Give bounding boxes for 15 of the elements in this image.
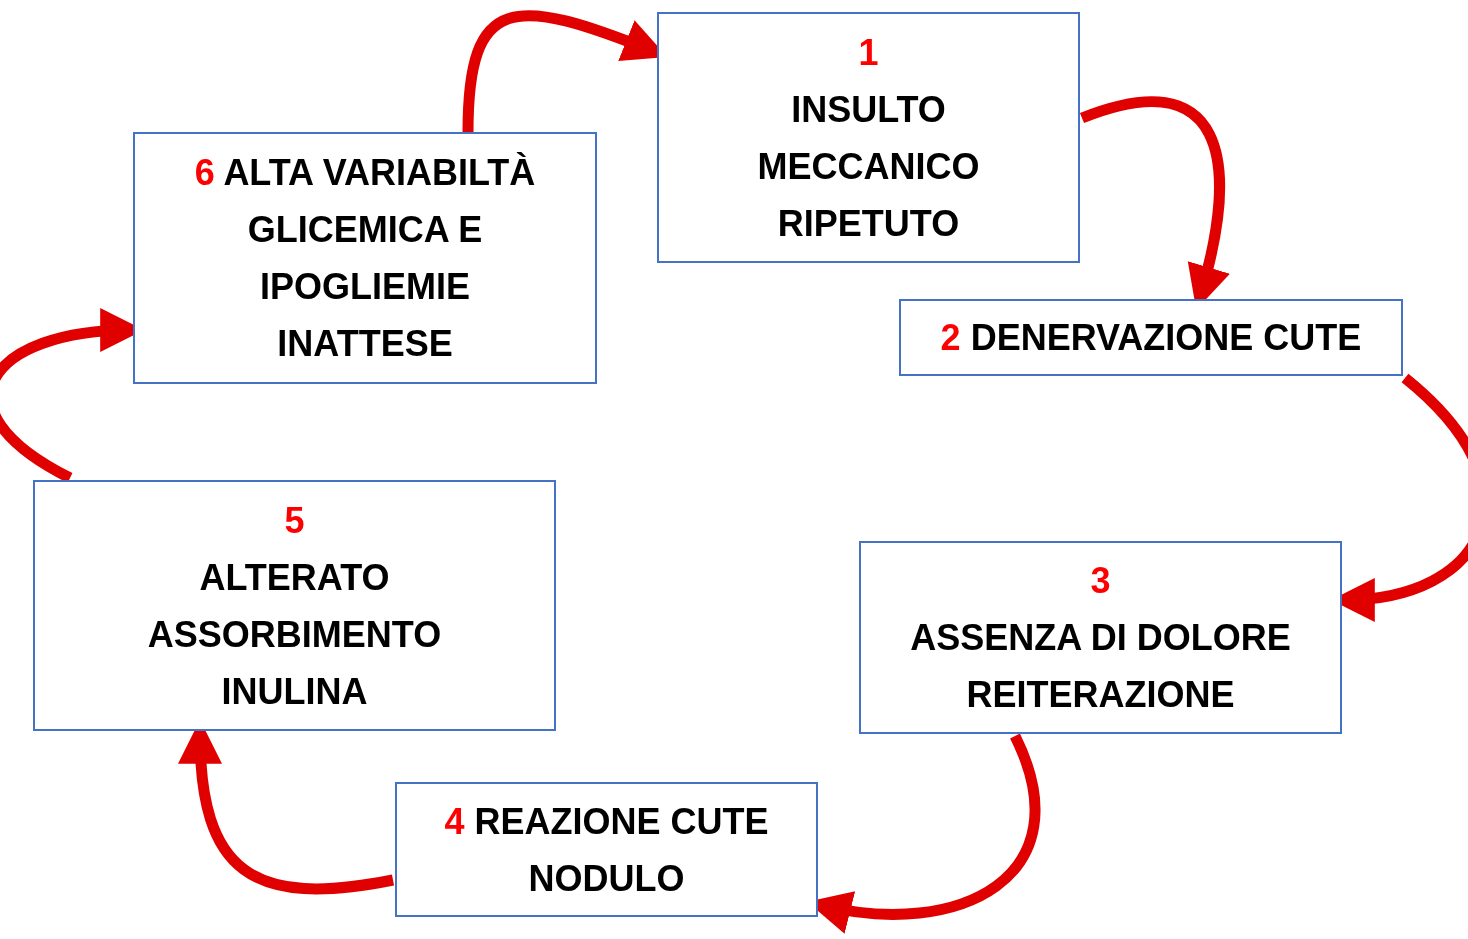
step-box: [395, 782, 818, 917]
step-text: INSULTO MECCANICO RIPETUTO: [756, 87, 981, 246]
step-text: ALTERATO ASSORBIMENTO INULINA: [146, 555, 443, 714]
step-box: [657, 12, 1080, 263]
step-number: 3: [1090, 559, 1111, 603]
step-text: 2 DENERVAZIONE CUTE: [940, 316, 1362, 360]
step-text: 6 ALTA VARIABILTÀ GLICEMICA E IPOGLIEMIE INATTESE: [193, 151, 537, 366]
step-number: 1: [858, 30, 879, 75]
step-box: [33, 480, 556, 731]
step-text: 4 REAZIONE CUTE NODULO: [443, 799, 770, 901]
step-box: [859, 541, 1342, 734]
step-box: [133, 132, 597, 384]
step-number: 5: [284, 498, 305, 543]
step-box: [899, 299, 1403, 376]
step-text: ASSENZA DI DOLORE REITERAZIONE: [909, 616, 1292, 717]
